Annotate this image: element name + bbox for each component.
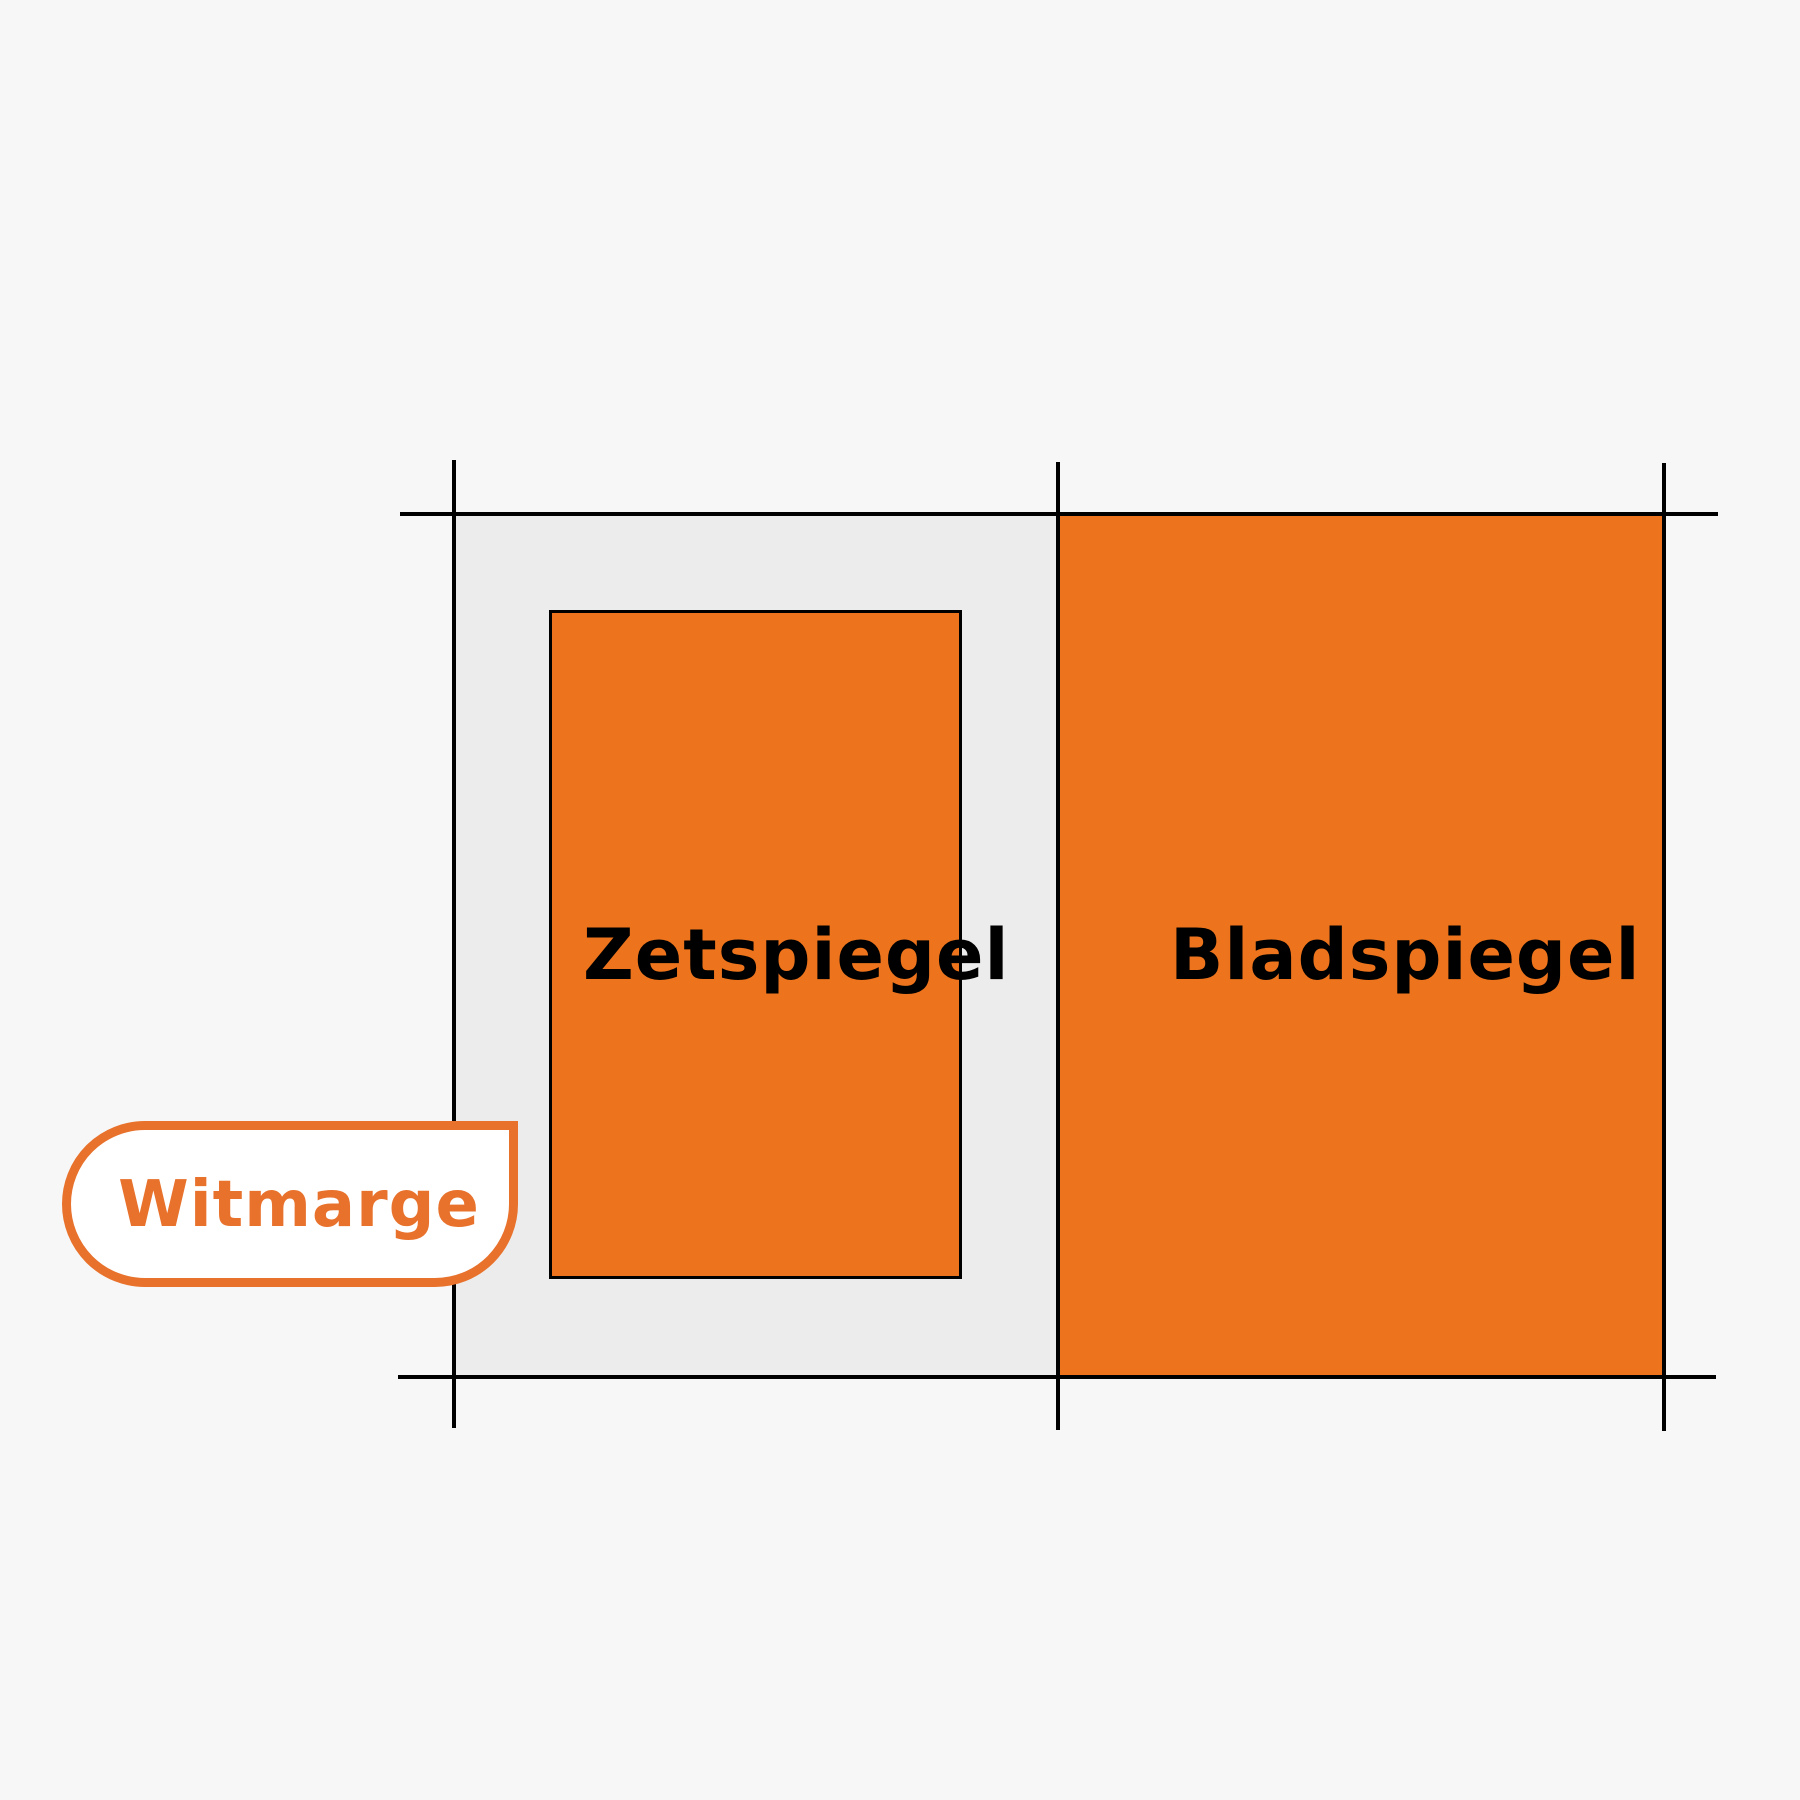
left-trim-line xyxy=(452,460,456,1428)
right-trim-line xyxy=(1662,463,1666,1431)
zetspiegel-label: Zetspiegel xyxy=(583,914,1010,996)
zetspiegel-area xyxy=(549,610,962,1279)
bladspiegel-label: Bladspiegel xyxy=(1170,914,1641,996)
witmarge-label: Witmarge xyxy=(118,1168,480,1242)
witmarge-callout: Witmarge xyxy=(62,1121,518,1287)
center-fold-line xyxy=(1056,462,1060,1430)
bladspiegel-area xyxy=(1058,515,1664,1377)
